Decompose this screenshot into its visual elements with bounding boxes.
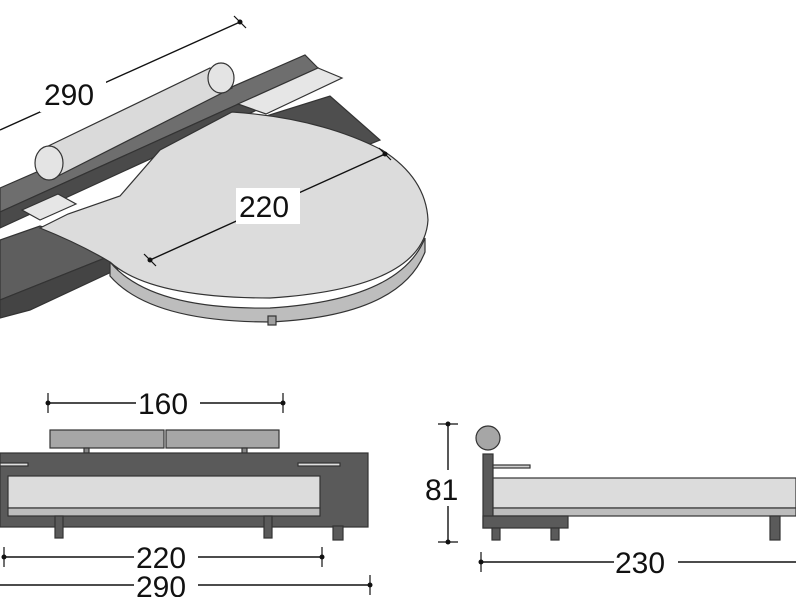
side-dim-81-label: 81 bbox=[425, 474, 458, 507]
isometric-view: 290 220 bbox=[0, 15, 429, 326]
iso-dim-290-label: 290 bbox=[44, 79, 94, 112]
front-dim-160-label: 160 bbox=[138, 388, 188, 421]
side-leg-3 bbox=[769, 515, 781, 541]
iso-right-shelf bbox=[236, 67, 344, 115]
front-dim-220-label: 220 bbox=[136, 542, 186, 575]
iso-left-shelf bbox=[20, 193, 78, 221]
front-mattress bbox=[7, 475, 321, 509]
iso-mattress-foot bbox=[267, 315, 277, 326]
iso-bolster-cushion bbox=[34, 62, 235, 181]
front-leg-3 bbox=[332, 525, 344, 541]
front-dim-160: 160 bbox=[45, 384, 286, 421]
side-leg-2 bbox=[550, 527, 560, 541]
iso-mattress-top bbox=[38, 111, 429, 299]
iso-dim-220: 220 bbox=[143, 147, 392, 267]
side-leg-1 bbox=[491, 527, 501, 541]
front-dim-220: 220 bbox=[1, 540, 325, 575]
front-leg-1 bbox=[54, 515, 64, 539]
side-base bbox=[482, 515, 569, 529]
side-dim-230: 230 bbox=[478, 545, 796, 580]
side-view: 81 230 bbox=[424, 421, 796, 580]
front-dim-290: 290 bbox=[0, 571, 373, 597]
side-bolster bbox=[475, 425, 501, 451]
front-cushion-left bbox=[49, 429, 165, 449]
side-mattress bbox=[492, 477, 796, 509]
side-dim-81: 81 bbox=[424, 421, 468, 545]
iso-left-platform-front bbox=[0, 251, 121, 319]
front-dim-290-label: 290 bbox=[136, 571, 186, 597]
side-shelf bbox=[492, 464, 531, 469]
front-leg-2 bbox=[263, 515, 273, 539]
front-view: 160 220 290 bbox=[0, 384, 373, 597]
iso-dim-220-label: 220 bbox=[239, 191, 289, 224]
side-dim-230-label: 230 bbox=[615, 547, 665, 580]
front-cushion-right bbox=[165, 429, 280, 449]
iso-mattress-base bbox=[109, 237, 426, 323]
iso-dim-290: 290 bbox=[0, 15, 247, 131]
